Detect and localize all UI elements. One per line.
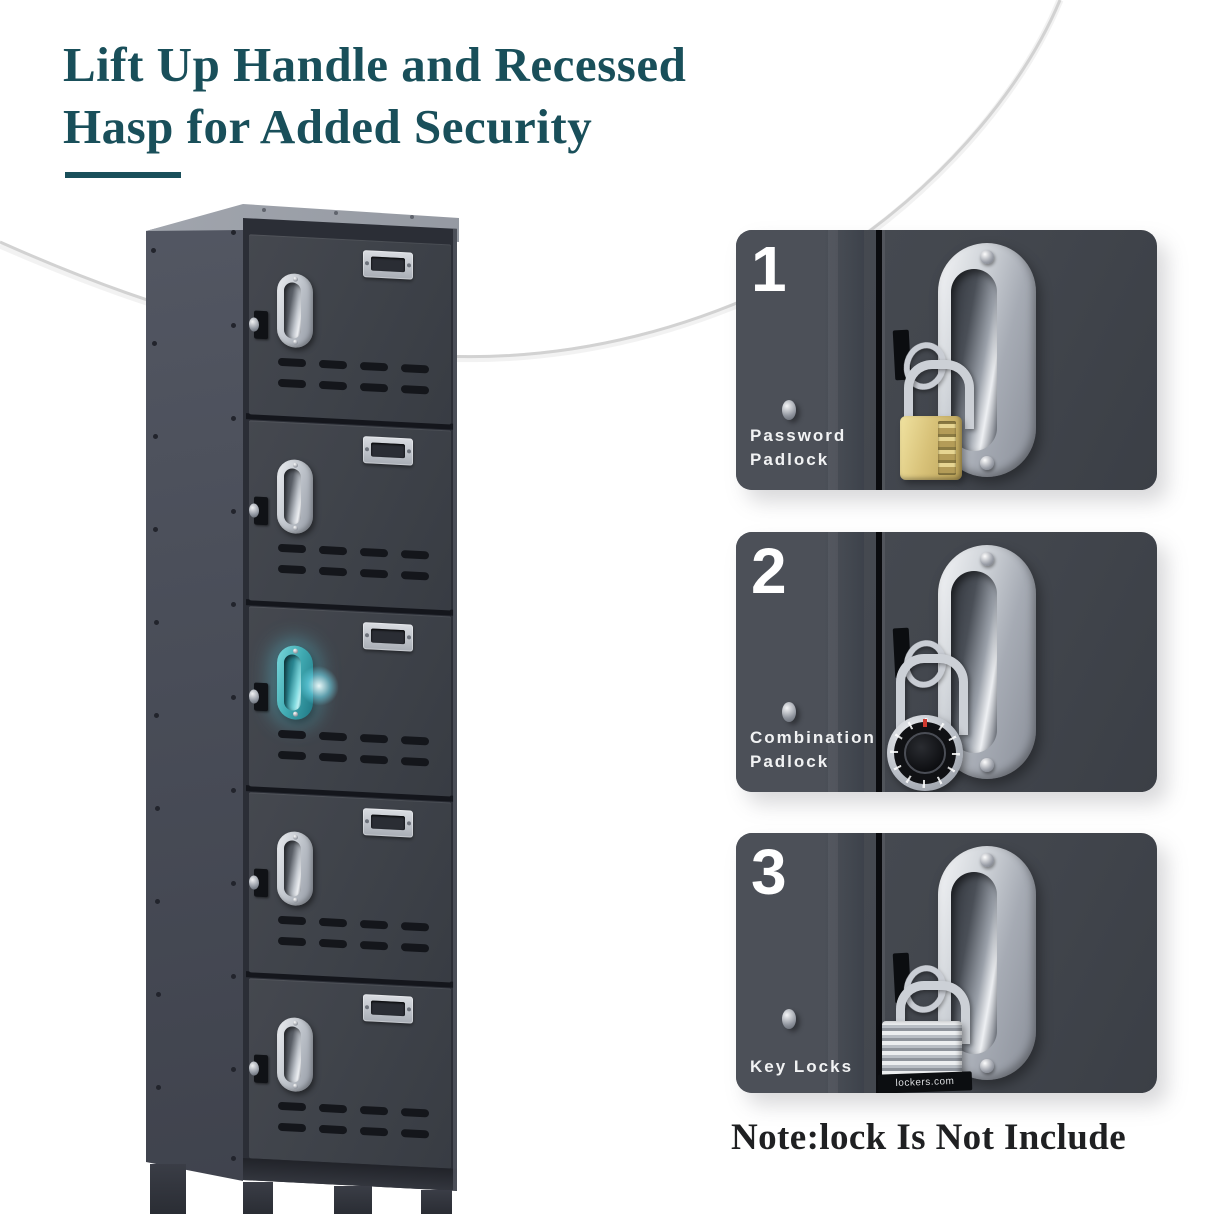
recessed-handle-icon (277, 272, 313, 349)
locker-door-2 (249, 420, 451, 611)
name-plate-icon (363, 808, 413, 838)
panel-label: Combination Padlock (750, 728, 876, 771)
name-plate-icon (363, 994, 413, 1024)
rivet-dots (151, 248, 156, 253)
door-gap-line (876, 230, 885, 490)
door-gap-line (876, 532, 885, 792)
padlock-hasp-icon (249, 1054, 268, 1084)
ventilation-slots-icon (278, 915, 306, 926)
padlock-hasp-icon (249, 682, 268, 712)
locker-leg (150, 1164, 186, 1214)
panel-label: Password Padlock (750, 426, 847, 469)
locker-leg (243, 1182, 273, 1214)
screw-icon (980, 456, 994, 470)
step-number: 3 (751, 836, 787, 908)
keyhole-knob-icon (782, 1009, 796, 1029)
ventilation-slots-icon (278, 729, 306, 740)
note-text: Note:lock Is Not Include (731, 1117, 1127, 1158)
keyhole-knob-icon (782, 702, 796, 722)
name-plate-icon (363, 622, 413, 652)
page-title: Lift Up Handle and Recessed Hasp for Add… (63, 34, 823, 158)
screw-icon (980, 1059, 994, 1073)
recessed-handle-icon (938, 243, 1036, 477)
door-gap-line (876, 833, 885, 1093)
lock-option-panel-1: 1 Password Padlock (736, 230, 1157, 490)
padlock-hasp-icon (249, 310, 268, 340)
locker-door-3-highlighted (249, 606, 451, 797)
ventilation-slots-icon (278, 543, 306, 554)
panel-label: Key Locks (750, 1057, 854, 1076)
padlock-brand-label: lockers.com (877, 1071, 973, 1093)
locker-frame-strip (736, 833, 864, 1093)
locker-door-1 (249, 234, 451, 425)
ventilation-slots-icon (278, 1101, 306, 1112)
locker-leg (334, 1186, 372, 1214)
locker-door-4 (249, 792, 451, 983)
screw-icon (980, 552, 994, 566)
recessed-handle-icon (277, 830, 313, 907)
rivet-dots (262, 208, 266, 212)
padlock-hasp-icon (249, 496, 268, 526)
screw-icon (980, 758, 994, 772)
locker-door-5 (249, 978, 451, 1169)
padlock-hasp-icon (249, 868, 268, 898)
name-plate-icon (363, 250, 413, 280)
locker-frame-strip (736, 532, 864, 792)
locker-front (243, 218, 457, 1191)
ventilation-slots-icon (278, 357, 306, 368)
page-title-line1: Lift Up Handle and Recessed (63, 37, 687, 92)
page-title-line2: Hasp for Added Security (63, 99, 593, 154)
screw-icon (980, 853, 994, 867)
step-number: 2 (751, 535, 787, 607)
name-plate-icon (363, 436, 413, 466)
keyhole-knob-icon (782, 400, 796, 420)
lock-option-panel-3: 3 Key Locks lockers.com (736, 833, 1157, 1093)
highlighted-lift-up-handle-icon (277, 644, 313, 721)
recessed-handle-icon (277, 458, 313, 535)
screw-icon (980, 250, 994, 264)
locker-frame-strip (736, 230, 864, 490)
locker-leg (421, 1190, 452, 1214)
title-underline (65, 172, 181, 178)
recessed-handle-icon (277, 1016, 313, 1093)
rivet-dots (231, 230, 236, 235)
step-number: 1 (751, 233, 787, 305)
lock-option-panel-2: 2 Combination Padlock (736, 532, 1157, 792)
